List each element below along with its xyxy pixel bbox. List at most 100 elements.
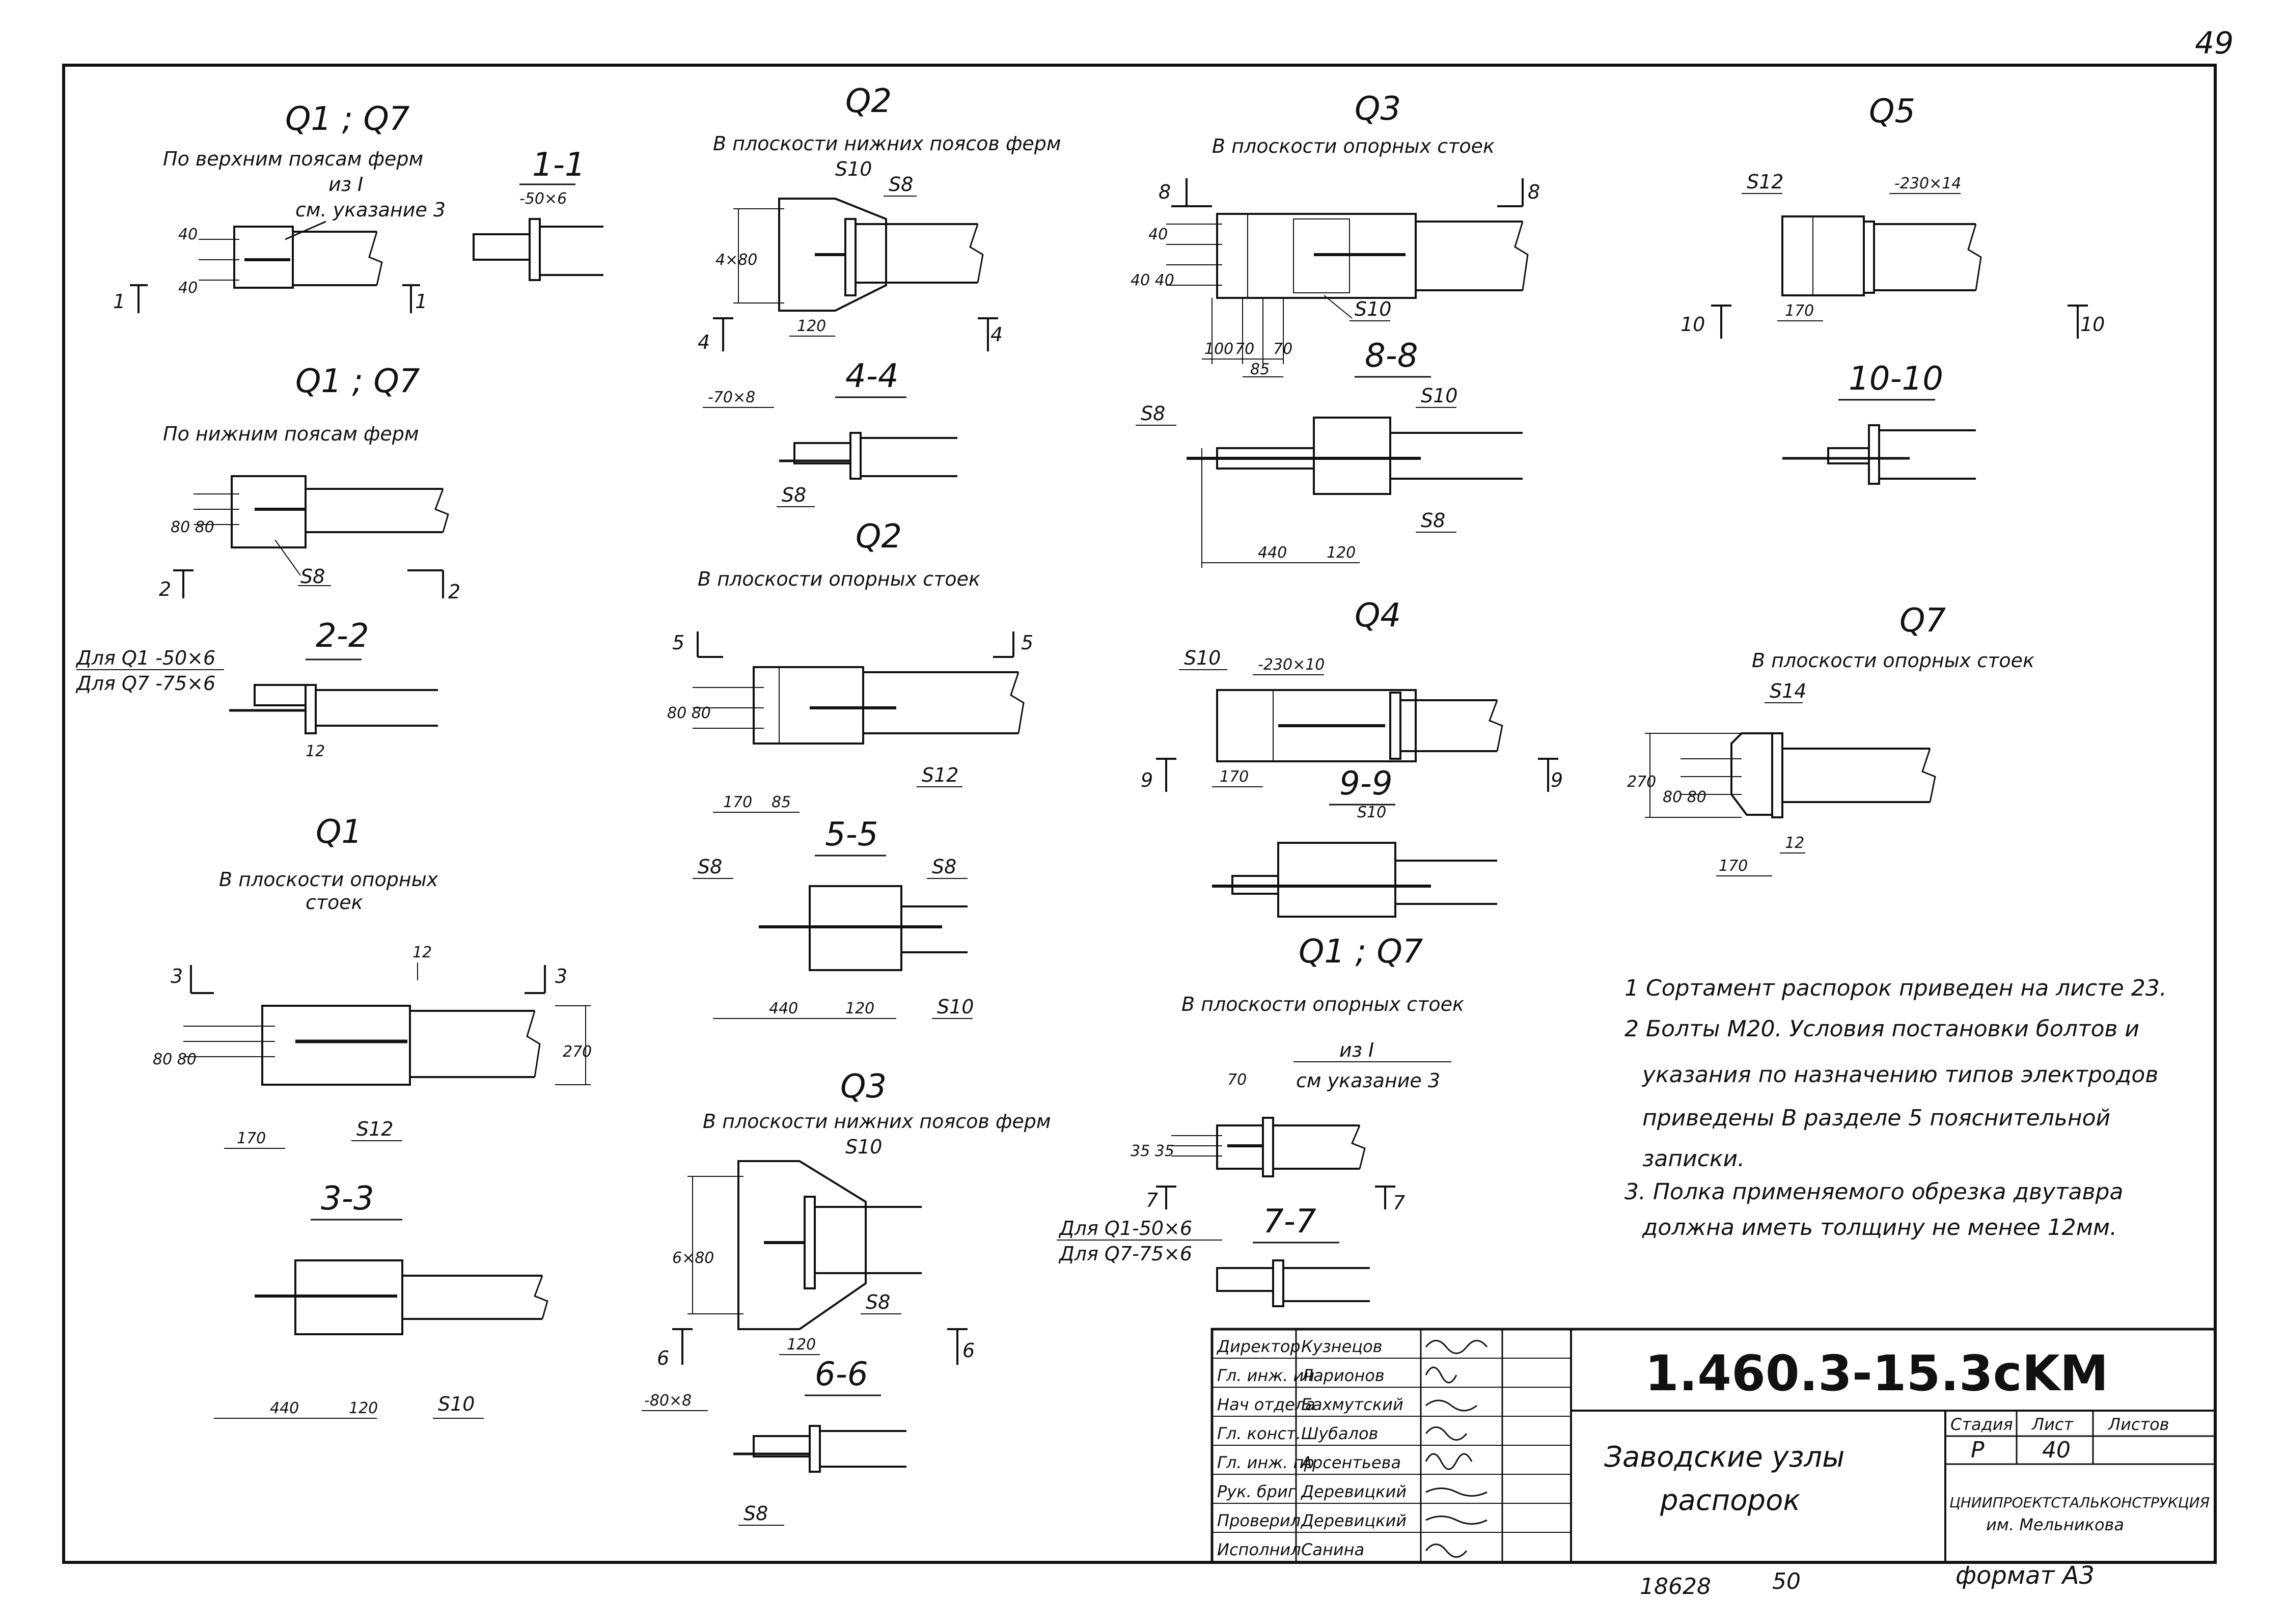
drawing-label: 8 (1159, 181, 1171, 203)
section-title: 3-3 (321, 1180, 374, 1218)
drawing-line (1827, 447, 1870, 464)
drawing-label: 85 (772, 793, 791, 811)
drawing-line (1863, 221, 1875, 294)
drawing-line (1216, 689, 1417, 762)
signature-role: Директор (1216, 1337, 1301, 1356)
drawing-label: 40 40 (1131, 271, 1174, 289)
signature-role: Гл. конст. (1217, 1424, 1301, 1443)
drawing-label: -80×8 (644, 1392, 692, 1410)
drawing-label: Для Q1 -50×6 (75, 647, 215, 669)
drawing-label: 4×80 (715, 251, 757, 269)
drawing-line (1730, 732, 1773, 816)
drawing-label: 12 (412, 944, 432, 961)
drawing-label: 440 (1258, 544, 1287, 562)
view-a3-bottom: Q3 В плоскости нижних поясов ферм 6×80 S… (657, 1068, 1051, 1369)
drawing-line (804, 1196, 816, 1289)
drawing-line (231, 475, 307, 548)
section-5-5: 5-5 S8 S8 440 120 S10 (693, 816, 974, 1019)
drawing-label: 5 (672, 631, 684, 654)
drawing-label: 10 (1681, 313, 1705, 336)
sheet-corner-number: 49 (2195, 25, 2234, 61)
view-title: Q4 (1355, 597, 1401, 635)
drawing-label: 35 35 (1131, 1142, 1174, 1160)
drawing-label: 70 (1227, 1071, 1247, 1089)
drawing-label: 80 80 (1663, 788, 1706, 806)
drawing-label: 4 (990, 323, 1003, 346)
drawing-label: S10 (1184, 647, 1221, 669)
drawing-label: 2 (448, 581, 460, 603)
view-subtitle: В плоскости опорных стоек (1212, 135, 1495, 157)
drawing-label: см указание 3 (1296, 1069, 1440, 1092)
drawing-label: 270 (1627, 773, 1656, 791)
drawing-label: 440 (769, 1000, 798, 1017)
drawing-line (1351, 1125, 1366, 1169)
drawing-label: S12 (356, 1118, 393, 1140)
note-line: 1 Сортамент распорок приведен на листе 2… (1624, 975, 2167, 1001)
drawing-label: 40 (178, 279, 198, 297)
drawing-line (844, 218, 857, 296)
view-a1a7-support: Q1 ; Q7 В плоскости опорных стоек из I с… (1131, 933, 1464, 1214)
note-text: из I (328, 173, 363, 196)
drawing-label: 6 (657, 1347, 669, 1369)
drawing-line (305, 684, 317, 734)
section-title: 4-4 (845, 357, 899, 395)
notes: 1 Сортамент распорок приведен на листе 2… (1624, 975, 2167, 1241)
drawing-line (778, 198, 887, 312)
title-block: Директор Кузнецов Гл. инж. ин Ларионов Н… (1210, 1328, 2217, 1564)
view-a5: Q5 S12 -230×14 170 10 10 (1681, 93, 2105, 339)
drawing-label: -230×14 (1894, 175, 1961, 192)
drawing-label: 120 (787, 1336, 816, 1354)
drawing-label: 120 (845, 1000, 874, 1017)
view-a2-support: Q2 В плоскости опорных стоек 80 80 170 8… (667, 518, 1033, 813)
view-title: Q1 (316, 813, 362, 851)
view-subtitle: В плоскости опорных стоек (1181, 993, 1464, 1015)
signature-name: Кузнецов (1301, 1337, 1383, 1356)
drawing-label: 70 (1235, 340, 1254, 358)
view-subtitle: В плоскости нижних поясов ферм (703, 1110, 1051, 1133)
section-title: 7-7 (1263, 1203, 1316, 1241)
drawing-line (1324, 295, 1353, 319)
drawing-label: 80 80 (153, 1051, 197, 1068)
view-a1a7-top: Q1 ; Q7 По верхним поясам ферм из I см. … (113, 100, 446, 313)
archive-number: 18628 (1640, 1574, 1711, 1600)
sheet-frame (62, 64, 2217, 1564)
drawing-label: 120 (1327, 544, 1356, 562)
drawing-line (1921, 748, 1936, 803)
drawing-label: 7 (1393, 1192, 1405, 1214)
drawing-line (1514, 221, 1529, 291)
drawing-label: 9 (1551, 769, 1563, 791)
section-2-2: 2-2 Для Q1 -50×6 Для Q7 -75×6 12 (75, 617, 438, 760)
view-a1a7-bottom: Q1 ; Q7 По нижним поясам ферм 80 80 S8 2… (159, 363, 460, 603)
signature-name: Санина (1301, 1540, 1364, 1559)
signature-role: Рук. бриг (1217, 1482, 1297, 1501)
drawing-label: S8 (1141, 402, 1165, 425)
view-a7: Q7 В плоскости опорных стоек S14 270 80 … (1627, 602, 2034, 876)
view-title: Q3 (840, 1068, 887, 1106)
section-title: 8-8 (1365, 337, 1418, 375)
drawing-line (274, 539, 301, 576)
section-7-7: 7-7 Для Q1-50×6 Для Q7-75×6 (1057, 1203, 1370, 1307)
drawing-label: S8 (866, 1291, 890, 1313)
view-subtitle: В плоскости опорных стоек (1752, 649, 2034, 672)
section-title: 2-2 (316, 617, 369, 655)
view-subtitle: В плоскости опорных стоек (698, 568, 980, 590)
view-a4: Q4 S10 -230×10 170 9 9 (1141, 597, 1563, 792)
section-9-9: 9-9 S10 (1212, 765, 1497, 918)
signature-role: Исполнил (1217, 1540, 1301, 1559)
drawing-label: 270 (563, 1043, 592, 1061)
drawing-label: 100 (1204, 340, 1233, 358)
drawing-label: 3 (171, 965, 183, 987)
drawing-line (1389, 692, 1401, 760)
drawing-label: S10 (438, 1393, 475, 1415)
view-subtitle: По верхним поясам ферм (163, 148, 423, 170)
section-4-4: 4-4 -70×8 S8 (703, 357, 957, 507)
drawing-label: 5 (1021, 631, 1033, 654)
drawing-label: 170 (1719, 857, 1748, 875)
drawing-label: S8 (698, 856, 722, 878)
drawing-line (1967, 224, 1982, 291)
drawing-line (753, 666, 864, 745)
drawing-label: S8 (889, 173, 913, 196)
drawing-label: S12 (1747, 171, 1783, 193)
drawing-label: 170 (237, 1130, 266, 1147)
